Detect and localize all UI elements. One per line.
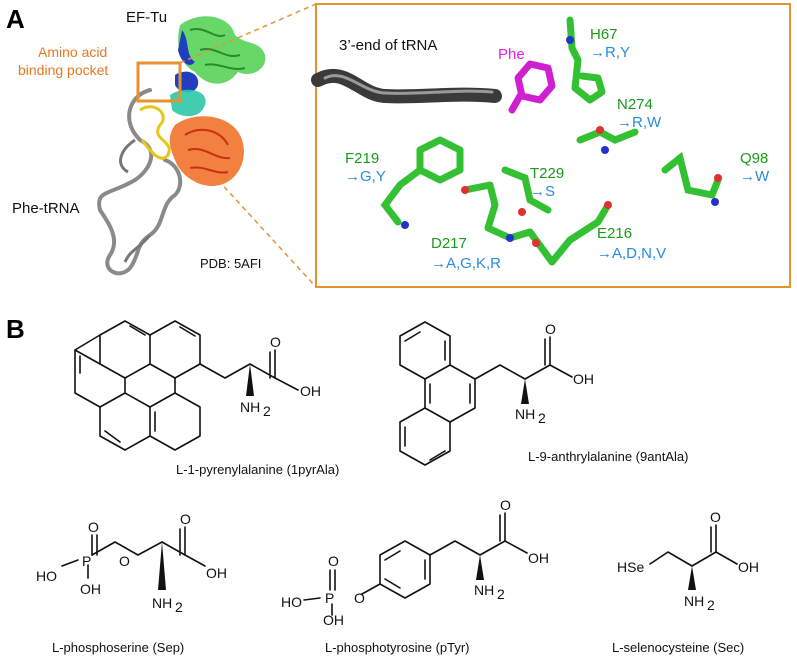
mutation-n274: →R,W xyxy=(617,114,662,131)
atom-oh-3b: OH xyxy=(206,565,227,581)
atom-nh2-1: NH xyxy=(240,399,260,415)
residue-e216: E216 xyxy=(597,225,632,242)
residue-h67: H67 xyxy=(590,26,618,43)
atom-nh2-sub-2: 2 xyxy=(538,410,546,426)
atom-hse-5: HSe xyxy=(617,559,644,575)
atom-oh-4a: OH xyxy=(323,612,344,628)
atom-o-1: O xyxy=(270,334,281,350)
structure-sep xyxy=(61,526,206,590)
zoom-connector-top xyxy=(179,3,317,64)
residue-t229: T229 xyxy=(530,165,564,182)
residue-n274: N274 xyxy=(617,96,653,113)
panel-a-letter: A xyxy=(6,4,25,34)
protein-structure-overview xyxy=(97,16,266,276)
atom-nh2-3: NH xyxy=(152,595,172,611)
zoom-connector-bottom xyxy=(217,179,317,288)
atom-nh2-4: NH xyxy=(474,582,494,598)
inset-frame xyxy=(315,3,791,288)
panel-b-letter: B xyxy=(6,314,25,344)
compound-name-sep: L-phosphoserine (Sep) xyxy=(52,640,184,655)
atom-o-4b: O xyxy=(354,590,365,606)
trna-end-label: 3’-end of tRNA xyxy=(339,37,437,54)
compound-name-1pyrala: L-1-pyrenylalanine (1pyrAla) xyxy=(176,462,339,477)
mutation-t229: →S xyxy=(530,183,555,200)
atom-nh2-sub-1: 2 xyxy=(263,403,271,419)
structure-9antala xyxy=(399,321,573,466)
structure-1pyrala xyxy=(74,320,299,451)
trna-label: Phe-tRNA xyxy=(12,200,80,217)
atom-oh-5: OH xyxy=(738,559,759,575)
atom-oh-2: OH xyxy=(573,371,594,387)
mutation-q98: →W xyxy=(740,168,770,185)
pocket-highlight-box xyxy=(136,61,182,103)
atom-nh2-sub-5: 2 xyxy=(707,597,715,613)
mutation-d217: →A,G,K,R xyxy=(431,255,501,272)
pocket-label-line2: binding pocket xyxy=(18,62,108,78)
atom-nh2-sub-4: 2 xyxy=(497,586,505,602)
compound-name-ptyr: L-phosphotyrosine (pTyr) xyxy=(325,640,470,655)
pocket-label-line1: Amino acid xyxy=(38,44,107,60)
atom-nh2-2: NH xyxy=(515,406,535,422)
residue-d217: D217 xyxy=(431,235,467,252)
inset-sticks xyxy=(311,16,722,266)
mutation-h67: →R,Y xyxy=(590,44,630,61)
atom-o-4c: O xyxy=(500,497,511,513)
atom-o-5: O xyxy=(710,509,721,525)
atom-o-3c: O xyxy=(180,511,191,527)
mutation-f219: →G,Y xyxy=(345,168,386,185)
atom-nh2-sub-3: 2 xyxy=(175,599,183,615)
structure-ptyr xyxy=(303,512,528,616)
eftu-label: EF-Tu xyxy=(126,9,167,26)
atom-oh-3a: OH xyxy=(80,581,101,597)
atom-ho-3: HO xyxy=(36,568,57,584)
atom-o-3a: O xyxy=(88,519,99,535)
atom-o-4a: O xyxy=(328,553,339,569)
compound-name-9antala: L-9-anthrylalanine (9antAla) xyxy=(528,449,688,464)
residue-f219: F219 xyxy=(345,150,379,167)
atom-ho-4: HO xyxy=(281,594,302,610)
atom-o-3b: O xyxy=(119,553,130,569)
structure-sec xyxy=(649,524,738,590)
atom-p-4: P xyxy=(325,590,334,606)
phe-label: Phe xyxy=(498,46,525,63)
atom-o-2: O xyxy=(545,321,556,337)
atom-oh-1: OH xyxy=(300,383,321,399)
compound-name-sec: L-selenocysteine (Sec) xyxy=(612,640,744,655)
atom-nh2-5: NH xyxy=(684,593,704,609)
atom-p-3: P xyxy=(82,553,91,569)
pdb-label: PDB: 5AFI xyxy=(200,256,261,271)
mutation-e216: →A,D,N,V xyxy=(597,245,666,262)
residue-q98: Q98 xyxy=(740,150,768,167)
atom-oh-4b: OH xyxy=(528,550,549,566)
